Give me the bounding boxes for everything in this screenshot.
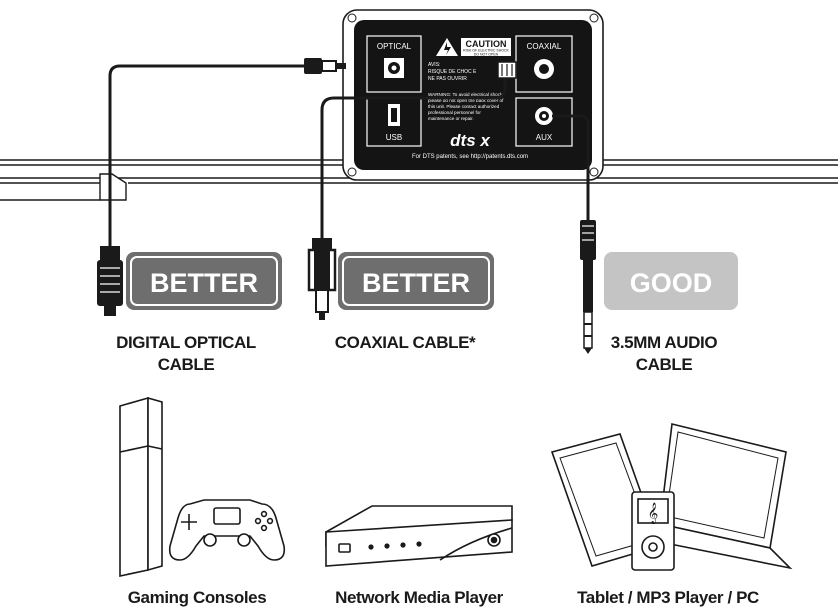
back-panel: OPTICAL USB COAXIAL AUX CAUTION RISK OF …: [342, 9, 604, 181]
badge-optical-text: BETTER: [150, 268, 258, 298]
badge-aux: GOOD: [604, 252, 738, 310]
avis-line-3: NE PAS OUVRIR: [428, 76, 467, 82]
warning-line-1: WARNING: To avoid electrical shock,: [428, 92, 504, 97]
port-usb-label: USB: [386, 133, 402, 142]
warning-line-4: professional personnel for: [428, 110, 481, 115]
badge-coaxial-text: BETTER: [362, 268, 470, 298]
warning-line-3: this unit. Please contact authorized: [428, 104, 500, 109]
devices-icon: 𝄞: [550, 423, 793, 571]
optical-cable: [97, 58, 346, 316]
port-coaxial-label: COAXIAL: [527, 42, 562, 51]
warning-line-2: please do not open the back cover of: [428, 98, 504, 103]
device-label-media-player: Network Media Player: [335, 588, 504, 607]
coaxial-cable-label-1: COAXIAL CABLE*: [335, 333, 476, 352]
aux-cable-label-1: 3.5MM AUDIO: [611, 333, 718, 352]
badge-aux-text: GOOD: [630, 268, 713, 298]
aux-cable: [552, 114, 596, 354]
caution-subtitle-1: RISK OF ELECTRIC SHOCK: [463, 49, 509, 53]
avis-line-2: RISQUE DE CHOC E: [428, 69, 477, 75]
badge-optical: BETTER: [126, 252, 282, 310]
patents-note: For DTS patents, see http://patents.dts.…: [412, 154, 528, 160]
aux-cable-label-2: CABLE: [636, 355, 693, 374]
warning-line-5: maintenance or repair.: [428, 116, 474, 121]
avis-line-1: AVIS:: [428, 62, 440, 68]
device-label-gaming: Gaming Consoles: [128, 588, 267, 607]
badge-coaxial: BETTER: [338, 252, 494, 310]
optical-cable-label-1: DIGITAL OPTICAL: [116, 333, 256, 352]
media-player-icon: [325, 505, 513, 567]
port-aux-label: AUX: [536, 133, 553, 142]
caution-label: CAUTION RISK OF ELECTRIC SHOCK DO NOT OP…: [436, 38, 511, 57]
music-note-icon: 𝄞: [648, 503, 659, 524]
gamepad-icon: [168, 499, 286, 561]
caution-title: CAUTION: [466, 39, 507, 49]
game-console-icon: [119, 396, 286, 577]
dts-logo: dts x: [450, 131, 491, 150]
device-label-tablet: Tablet / MP3 Player / PC: [577, 588, 759, 607]
port-optical-label: OPTICAL: [377, 42, 412, 51]
optical-cable-label-2: CABLE: [158, 355, 215, 374]
caution-subtitle-2: DO NOT OPEN: [474, 53, 499, 57]
coaxial-cable: [307, 61, 517, 320]
